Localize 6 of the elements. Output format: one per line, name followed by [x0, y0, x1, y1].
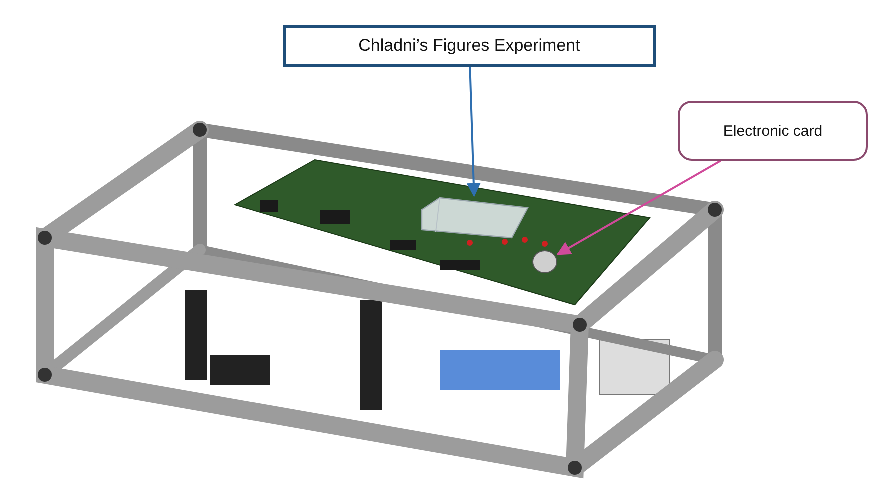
callout-text: Chladni’s Figures Experiment [358, 36, 580, 56]
callout-arrow [466, 66, 481, 198]
callout-text: Electronic card [723, 122, 823, 140]
callout-box [283, 25, 656, 67]
callout-arrow [556, 160, 722, 256]
callout-box [678, 101, 868, 161]
